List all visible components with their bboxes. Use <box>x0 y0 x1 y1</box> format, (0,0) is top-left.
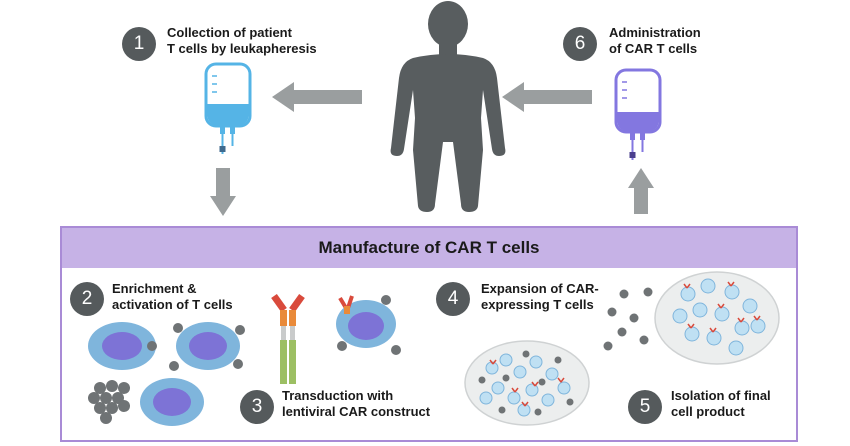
step-1-label: Collection of patient T cells by leukaph… <box>167 25 317 56</box>
t-cell <box>140 378 204 426</box>
car-receptor-icon <box>271 293 305 384</box>
step-3-label: Transduction with lentiviral CAR constru… <box>282 388 431 419</box>
t-cells-illustration <box>88 322 245 426</box>
step-2-badge: 2 <box>70 282 104 316</box>
arrow-person-to-collection <box>272 82 362 112</box>
transduced-t-cell <box>336 295 401 355</box>
bead <box>173 323 183 333</box>
bead <box>147 341 157 351</box>
arrow-collection-down <box>210 168 236 216</box>
panel-title: Manufacture of CAR T cells <box>62 228 796 268</box>
expansion-dish-illustration <box>464 340 590 426</box>
car-construct-illustration <box>271 293 401 384</box>
t-cell <box>176 322 240 370</box>
step-1-badge: 1 <box>122 27 156 61</box>
step-6-label: Administration of CAR T cells <box>609 25 701 56</box>
bead <box>235 325 245 335</box>
bead <box>233 359 243 369</box>
step-2-label: Enrichment & activation of T cells <box>112 281 233 312</box>
administration-bag-icon <box>614 68 662 160</box>
step-5-badge: 5 <box>628 390 662 424</box>
step-4-label: Expansion of CAR- expressing T cells <box>481 281 599 312</box>
step-6-badge: 6 <box>563 27 597 61</box>
step-3-badge: 3 <box>240 390 274 424</box>
step-5-label: Isolation of final cell product <box>671 388 771 419</box>
isolation-dish-illustration <box>654 271 780 365</box>
bead-cluster <box>88 380 130 424</box>
bead <box>169 361 179 371</box>
removed-beads-illustration <box>603 287 653 351</box>
patient-person-icon <box>390 1 506 212</box>
arrow-up-to-admin <box>628 168 654 214</box>
step-4-badge: 4 <box>436 282 470 316</box>
collection-bag-icon <box>204 62 252 154</box>
t-cell <box>88 322 156 370</box>
arrow-admin-to-person <box>502 82 592 112</box>
